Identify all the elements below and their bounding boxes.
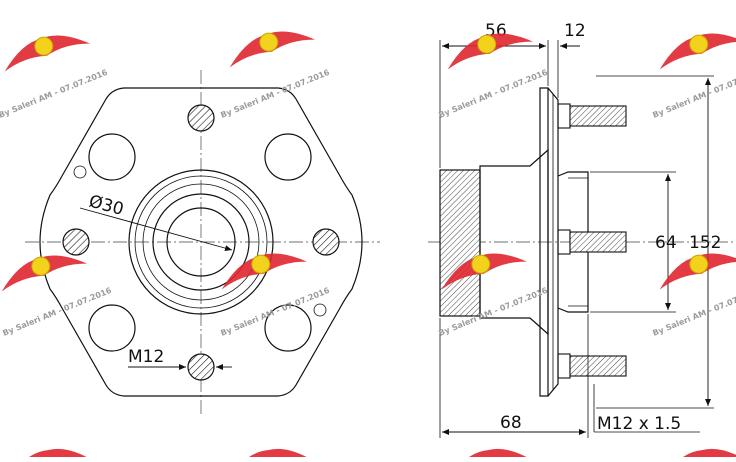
- watermark-text-2: By Saleri AM - 07.07.2016: [219, 68, 331, 120]
- lightening-hole-bottom-left: [88, 304, 136, 352]
- dim-flange-diameter-label: 152: [689, 233, 721, 253]
- hub-ring-3: [142, 183, 260, 301]
- front-view: Ø30 M12: [25, 70, 380, 415]
- hub-ring-outer: [128, 169, 274, 315]
- watermark-logo-8: [659, 253, 736, 290]
- watermark-logo-11: [447, 448, 536, 462]
- watermark-logo-12: [661, 448, 736, 462]
- watermark-logo-2: [229, 31, 316, 68]
- stud-hole-right: [312, 228, 340, 256]
- watermark-text-4: By Saleri AM - 07.07.2016: [651, 68, 736, 120]
- dim-flange-label: 12: [564, 21, 586, 41]
- flange-outline: [39, 87, 363, 397]
- stud-top: [557, 103, 627, 129]
- lightening-hole-top-right: [264, 133, 312, 181]
- watermark-logo-4: [659, 33, 736, 70]
- stud-hole-left: [62, 228, 90, 256]
- hub-ring-4: [152, 193, 250, 291]
- hub-ring-2: [134, 175, 268, 309]
- dim-pilot-label: 64: [655, 233, 677, 253]
- watermark-logo-1: [4, 35, 91, 72]
- stud-middle: [557, 229, 627, 255]
- watermark-logo-7: [441, 253, 528, 290]
- small-hole-bottom-right: [313, 303, 327, 317]
- dim-overall-label: 68: [500, 413, 522, 433]
- thread-label: M12 x 1.5: [597, 414, 681, 434]
- hub-barrel-section: [439, 169, 481, 317]
- watermark-logo-9: [7, 448, 96, 462]
- watermark-logo-5: [1, 255, 88, 292]
- watermark-logo-6: [221, 253, 308, 290]
- lightening-hole-bottom-right: [264, 304, 312, 352]
- watermark-text-3: By Saleri AM - 07.07.2016: [437, 68, 549, 120]
- watermark-logo-10: [227, 448, 316, 462]
- stud-bottom: [557, 353, 627, 379]
- watermark-logo-3: [447, 33, 534, 70]
- bore-diameter-label: Ø30: [87, 192, 126, 220]
- lightening-hole-top-left: [88, 133, 136, 181]
- stud-hole-top: [187, 104, 215, 132]
- watermark-text-1: By Saleri AM - 07.07.2016: [0, 68, 109, 120]
- bore-leader-line: [79, 207, 233, 252]
- stud-size-label: M12: [128, 347, 164, 367]
- small-hole-top-left: [73, 165, 87, 179]
- bore-circle: [166, 207, 236, 277]
- stud-hole-bottom: [187, 353, 215, 381]
- side-view: 56 12 68 64 152 M12 x 1.5: [428, 21, 735, 438]
